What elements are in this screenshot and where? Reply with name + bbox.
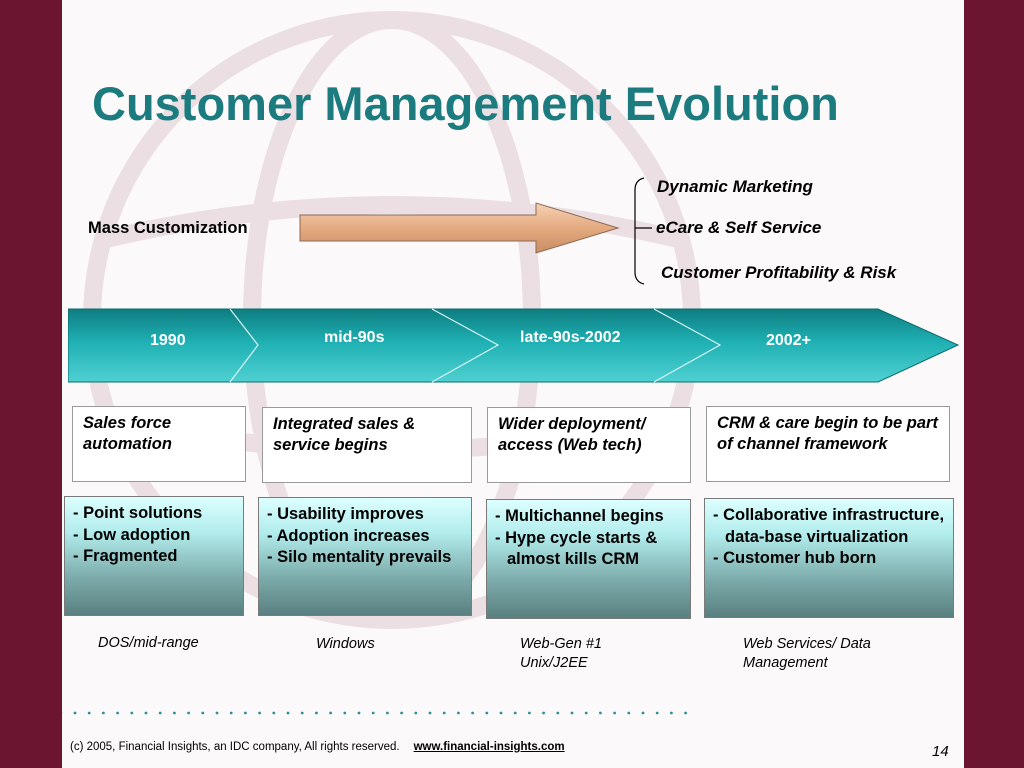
divider-dot bbox=[513, 711, 517, 715]
divider-dot bbox=[400, 711, 403, 715]
divider-dot bbox=[329, 711, 332, 715]
divider-dot bbox=[599, 711, 602, 715]
divider-dot bbox=[499, 711, 503, 715]
divider-dot bbox=[315, 711, 318, 715]
divider-dot bbox=[684, 711, 687, 715]
divider-dot bbox=[116, 711, 119, 715]
divider-dot bbox=[343, 711, 347, 715]
stage-box-sfa: Sales force automation bbox=[72, 406, 246, 482]
platform-web-services: Web Services/ Data Management bbox=[743, 636, 871, 671]
divider-dot bbox=[201, 711, 205, 715]
platform-dos: DOS/mid-range bbox=[98, 635, 199, 651]
divider-dot bbox=[386, 711, 389, 715]
divider-dot bbox=[457, 711, 460, 715]
divider-dot bbox=[371, 711, 375, 715]
era-mid-90s: mid-90s bbox=[324, 329, 385, 346]
divider-dot bbox=[471, 711, 474, 715]
trend-customer-profitability: Customer Profitability & Risk bbox=[661, 263, 897, 282]
detail-item: - Silo mentality prevails bbox=[267, 548, 452, 567]
detail-item: - Hype cycle starts & almost kills CRM bbox=[495, 528, 658, 569]
divider-dot bbox=[357, 711, 361, 715]
divider-dot bbox=[428, 711, 432, 715]
slide-title: Customer Management Evolution bbox=[92, 77, 839, 130]
divider-dot bbox=[272, 711, 276, 715]
divider-dot bbox=[258, 711, 261, 715]
era-late-90s: late-90s-2002 bbox=[520, 329, 621, 346]
website-link[interactable]: www.financial-insights.com bbox=[413, 741, 565, 753]
platform-web-gen: Web-Gen #1 Unix/J2EE bbox=[520, 636, 602, 671]
divider-dot bbox=[87, 711, 91, 715]
trend-dynamic-marketing: Dynamic Marketing bbox=[657, 177, 813, 196]
stage-box-crm-care: CRM & care begin to be part of channel f… bbox=[706, 406, 950, 482]
divider-dot bbox=[641, 711, 645, 715]
divider-dot bbox=[144, 711, 148, 715]
divider-dot bbox=[158, 711, 162, 715]
detail-item: - Adoption increases bbox=[267, 526, 430, 545]
divider-dot bbox=[300, 711, 304, 715]
divider-dot bbox=[670, 711, 673, 715]
divider-dot bbox=[570, 711, 574, 715]
dotted-divider bbox=[62, 711, 687, 715]
detail-item: - Low adoption bbox=[73, 525, 191, 544]
detail-item: - Fragmented bbox=[73, 547, 178, 566]
stage-box-wider-deployment: Wider deployment/ access (Web tech) bbox=[487, 407, 691, 483]
divider-dot bbox=[528, 711, 531, 715]
divider-dot bbox=[173, 711, 176, 715]
timeline-band bbox=[68, 308, 960, 383]
divider-dot bbox=[655, 711, 659, 715]
divider-dot bbox=[542, 711, 545, 715]
divider-dot bbox=[485, 711, 489, 715]
evolution-arrow bbox=[299, 202, 620, 254]
detail-box-mid-90s: - Usability improves - Adoption increase… bbox=[258, 497, 472, 616]
detail-item: - Customer hub born bbox=[713, 549, 877, 568]
detail-item: - Usability improves bbox=[267, 505, 424, 523]
divider-dot bbox=[73, 711, 77, 715]
divider-dot bbox=[244, 711, 247, 715]
divider-dot bbox=[286, 711, 290, 715]
divider-dot bbox=[130, 711, 134, 715]
divider-dot bbox=[442, 711, 446, 715]
divider-dot bbox=[414, 711, 418, 715]
era-1990: 1990 bbox=[150, 332, 186, 349]
divider-dot bbox=[584, 711, 588, 715]
divider-dot bbox=[187, 711, 191, 715]
slide: Customer Management Evolution Mass Custo… bbox=[62, 0, 964, 768]
footer: (c) 2005, Financial Insights, an IDC com… bbox=[70, 741, 565, 753]
trend-brace bbox=[634, 177, 652, 285]
divider-dot bbox=[627, 711, 631, 715]
detail-item: - Collaborative infrastructure, data-bas… bbox=[713, 506, 945, 546]
divider-dot bbox=[215, 711, 219, 715]
divider-dot bbox=[229, 711, 233, 715]
detail-box-1990: - Point solutions - Low adoption - Fragm… bbox=[64, 496, 244, 616]
stage-box-integrated: Integrated sales & service begins bbox=[262, 407, 472, 483]
detail-box-2002-plus: - Collaborative infrastructure, data-bas… bbox=[704, 498, 954, 618]
page-number: 14 bbox=[932, 743, 949, 760]
era-2002-plus: 2002+ bbox=[766, 332, 811, 349]
detail-item: - Multichannel begins bbox=[495, 507, 664, 525]
divider-dot bbox=[102, 711, 105, 715]
detail-box-late-90s: - Multichannel begins - Hype cycle start… bbox=[486, 499, 691, 619]
copyright-text: (c) 2005, Financial Insights, an IDC com… bbox=[70, 741, 400, 753]
detail-item: - Point solutions bbox=[73, 504, 203, 522]
platform-windows: Windows bbox=[316, 636, 375, 652]
divider-dot bbox=[613, 711, 616, 715]
trend-ecare: eCare & Self Service bbox=[656, 218, 822, 237]
mass-customization-label: Mass Customization bbox=[88, 219, 248, 237]
divider-dot bbox=[556, 711, 560, 715]
